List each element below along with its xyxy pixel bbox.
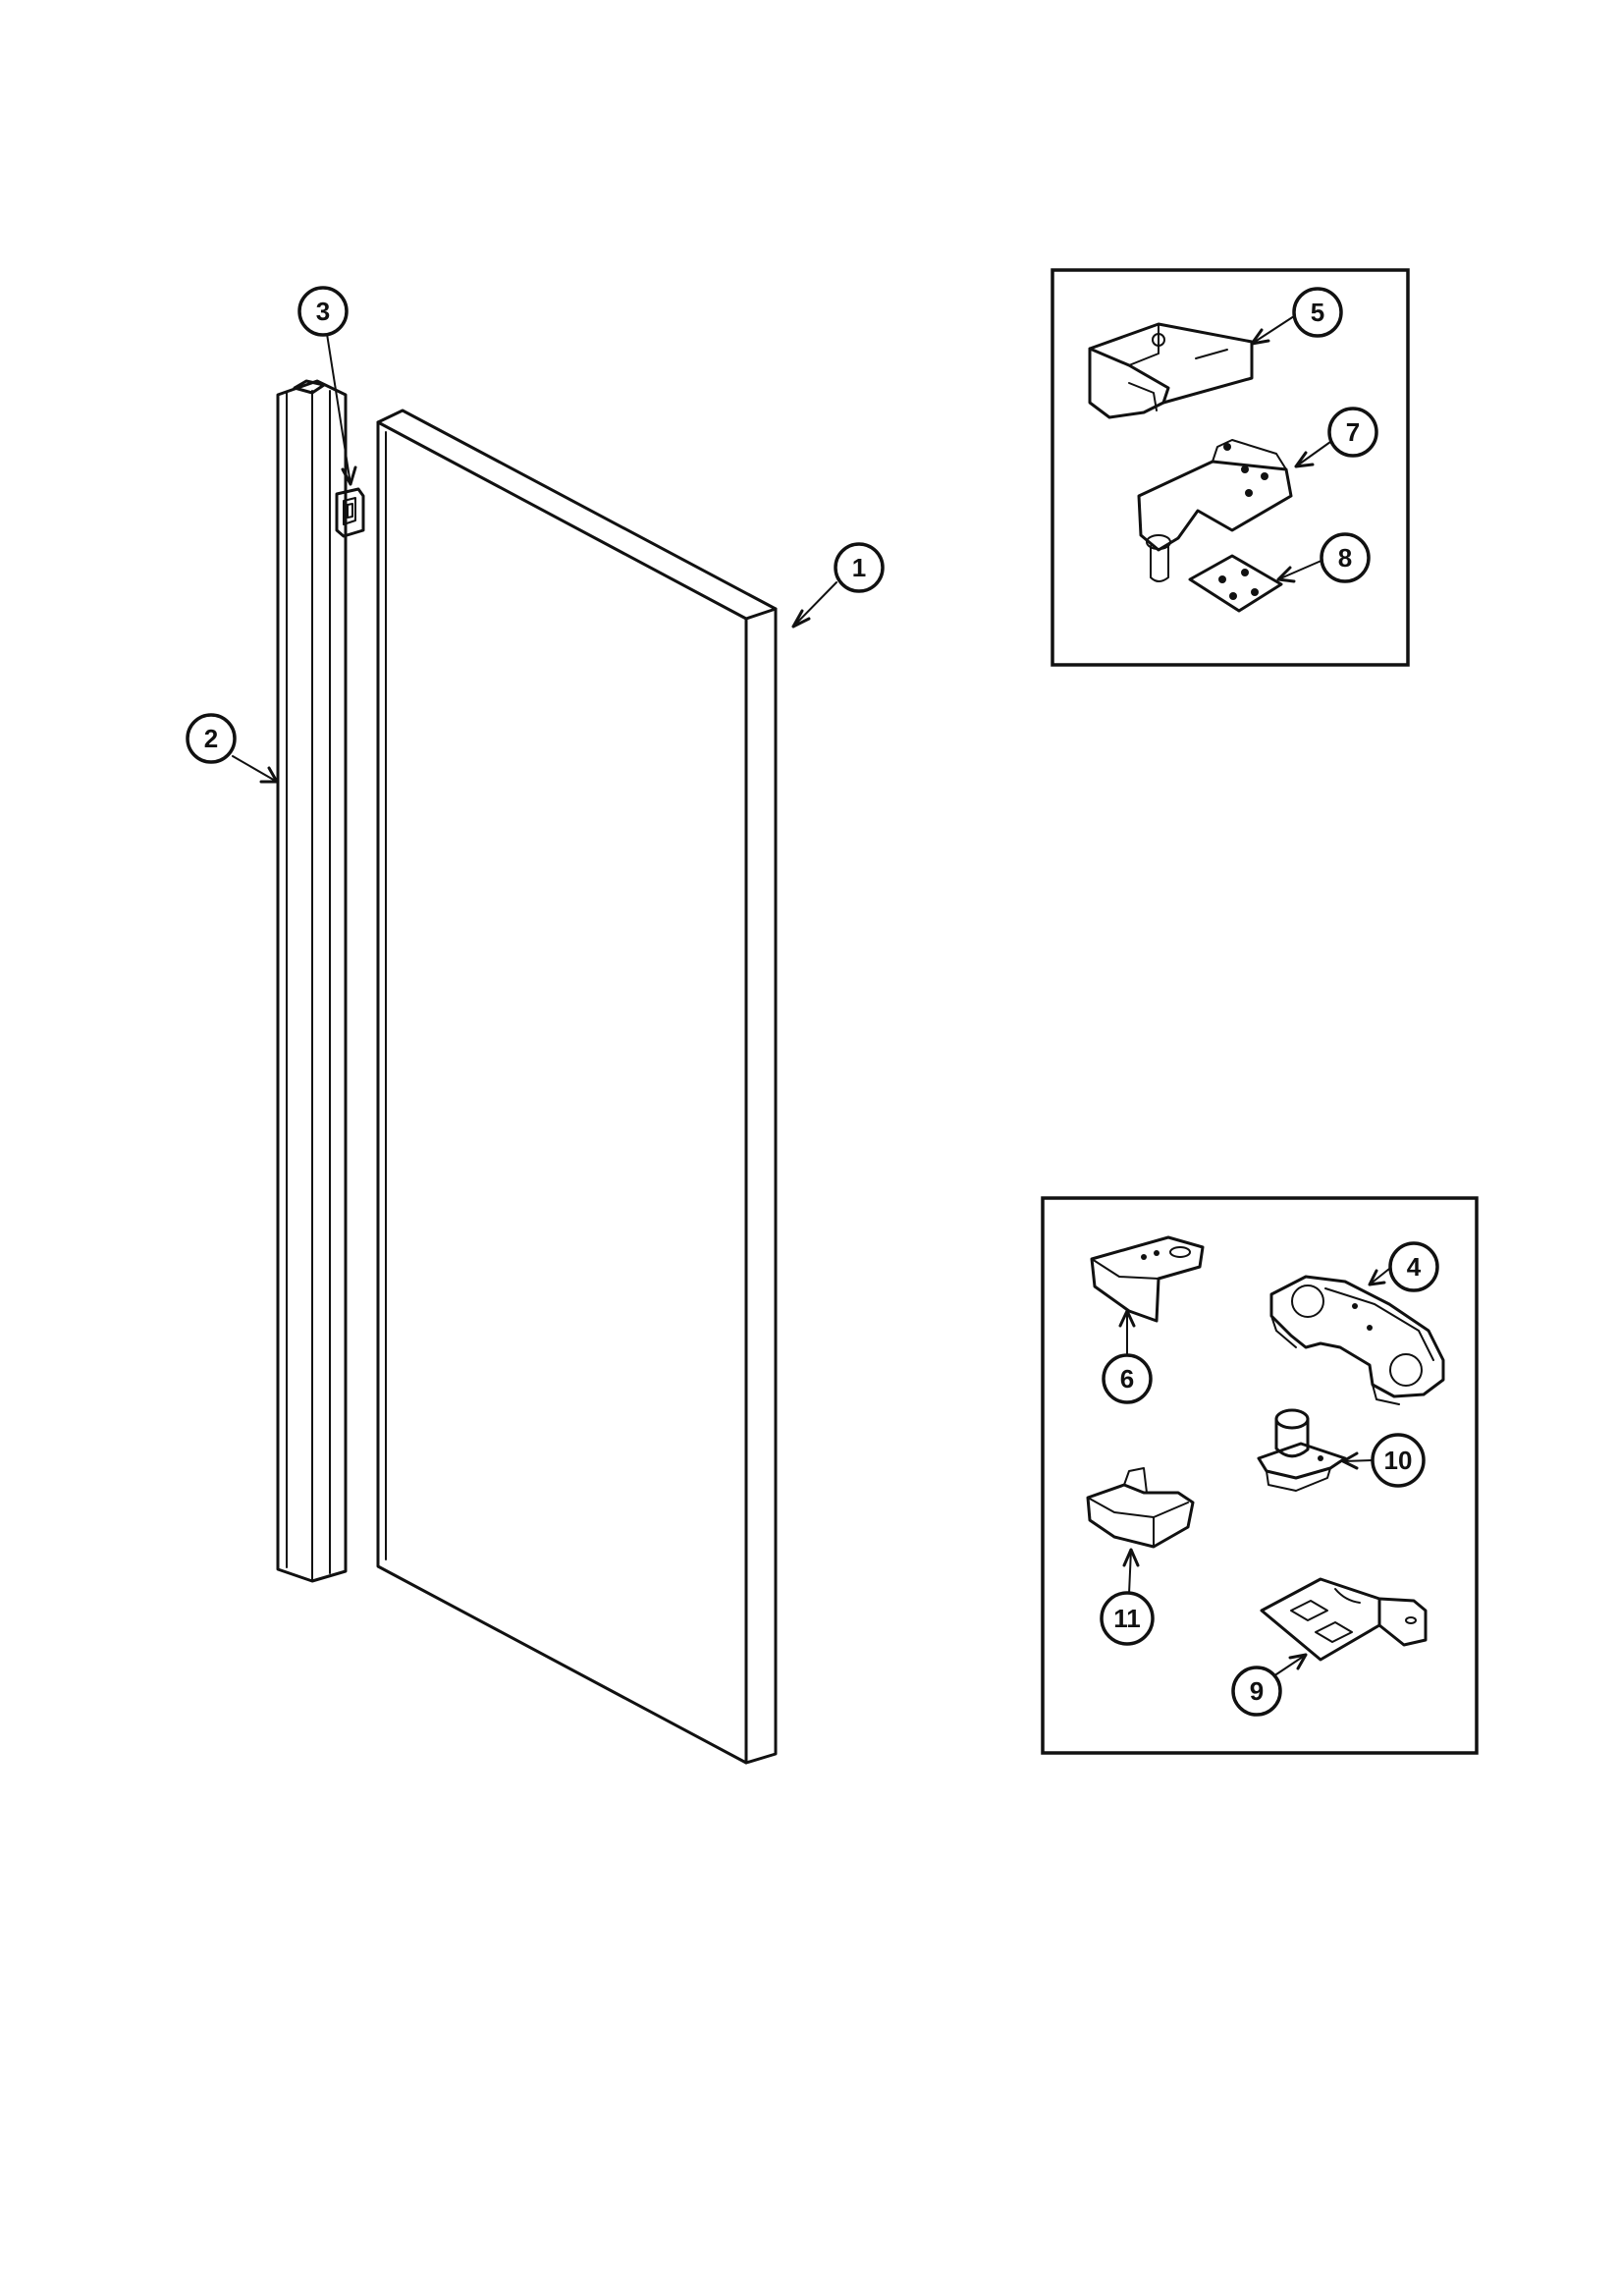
leader-1 [792,581,837,628]
svg-text:3: 3 [316,297,330,326]
hinge-cover-small [1086,1467,1195,1549]
hinge-shim [1188,554,1283,613]
svg-text:9: 9 [1250,1676,1264,1706]
top-hinge-box [1051,268,1410,667]
leader-7 [1295,441,1331,467]
leader-10 [1342,1459,1374,1462]
arrow-1 [791,609,811,629]
arrow-4 [1368,1269,1386,1286]
angle-bracket [1260,1577,1428,1662]
hinge-plate-large [1269,1275,1445,1405]
callout-1: 1 [834,542,885,593]
svg-text:10: 10 [1384,1446,1413,1475]
callout-11: 11 [1100,1591,1155,1646]
callout-6: 6 [1102,1353,1153,1404]
callout-4: 4 [1388,1241,1439,1292]
callout-7: 7 [1327,407,1378,458]
svg-text:7: 7 [1346,417,1360,447]
arrow-5 [1250,328,1270,346]
hinge-cover [1088,322,1254,419]
leader-11 [1128,1549,1132,1595]
arrow-6 [1118,1309,1136,1328]
hinge-bracket-small [1090,1235,1205,1323]
svg-text:1: 1 [852,553,866,582]
callout-2: 2 [186,713,237,764]
hinge-pin [1257,1408,1347,1492]
door-clip [335,487,365,538]
leader-5 [1251,315,1295,345]
door-trim-strip [276,379,348,1583]
callout-5: 5 [1292,287,1343,338]
svg-text:5: 5 [1311,298,1324,327]
bottom-hinge-box [1041,1196,1479,1755]
svg-text:2: 2 [204,724,218,753]
svg-text:6: 6 [1120,1364,1134,1394]
svg-text:8: 8 [1338,543,1352,573]
callout-9: 9 [1231,1666,1282,1717]
arrow-8 [1276,566,1296,583]
arrow-2 [259,766,279,784]
callout-10: 10 [1371,1433,1426,1488]
leader-9 [1275,1654,1307,1675]
leader-4 [1369,1268,1390,1285]
leader-2 [232,755,278,783]
door-panel [376,409,778,1765]
callout-8: 8 [1320,532,1371,583]
arrow-11 [1122,1548,1140,1567]
arrow-9 [1288,1653,1308,1670]
leader-3 [326,333,351,485]
arrow-7 [1294,451,1315,468]
svg-text:11: 11 [1113,1604,1141,1633]
arrow-10 [1341,1451,1359,1470]
leader-8 [1277,559,1324,580]
callout-3: 3 [297,286,349,337]
arrow-3 [341,465,357,486]
hinge-bracket [1137,439,1293,582]
svg-text:4: 4 [1407,1252,1422,1282]
